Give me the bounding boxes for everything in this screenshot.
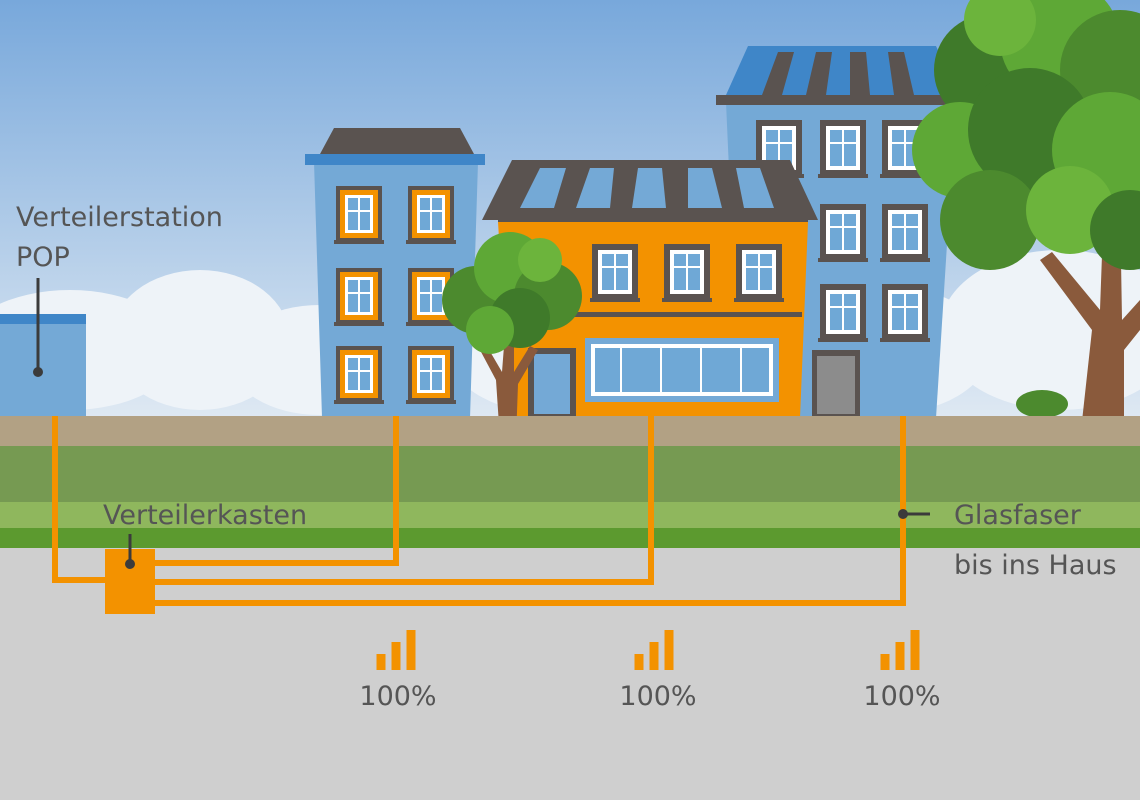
pop-label-line2: POP (16, 242, 70, 273)
grass-strip (0, 528, 1140, 548)
signal-value: 100% (619, 681, 696, 712)
pop-pointer-dot (33, 367, 43, 377)
signal-indicator-2: 100% (619, 630, 697, 712)
pointers (33, 278, 930, 569)
pop-label-line1: Verteilerstation (16, 202, 223, 233)
signal-bars-icon (376, 630, 416, 670)
signal-bar-3 (664, 630, 674, 670)
pop-station-building (0, 314, 86, 418)
signal-bar-2 (391, 642, 401, 670)
signal-bar-1 (376, 654, 386, 670)
fiber-label-line2: bis ins Haus (954, 550, 1117, 581)
signal-bar-1 (880, 654, 890, 670)
signal-bar-2 (895, 642, 905, 670)
signal-bar-3 (910, 630, 920, 670)
signal-bars-icon (880, 630, 920, 670)
fiber-line-house-3 (152, 416, 906, 606)
cabinet-pointer-dot (125, 559, 135, 569)
signal-value: 100% (863, 681, 940, 712)
tree-icon (442, 232, 582, 448)
fiber-label-line1: Glasfaser (954, 500, 1082, 531)
fiber-line-house-2 (152, 416, 654, 585)
signal-bar-3 (406, 630, 416, 670)
fiber-line-house-1 (152, 416, 399, 566)
signal-bars-icon (634, 630, 674, 670)
sidewalk (0, 416, 1140, 446)
fiber-lines (52, 416, 906, 606)
signal-indicator-1: 100% (359, 630, 437, 712)
grass-light (0, 502, 1140, 528)
road (0, 548, 1140, 800)
tree-icon (912, 0, 1140, 482)
cabinet-label: Verteilerkasten (103, 500, 307, 531)
signal-value: 100% (359, 681, 436, 712)
signal-bar-1 (634, 654, 644, 670)
signal-bar-2 (649, 642, 659, 670)
building-middle-orange (482, 160, 818, 418)
signal-indicator-3: 100% (863, 630, 941, 712)
fiber-line-pop (52, 416, 108, 583)
grass-dark (0, 446, 1140, 502)
building-left (305, 128, 485, 418)
fiber-pointer-dot (898, 509, 908, 519)
